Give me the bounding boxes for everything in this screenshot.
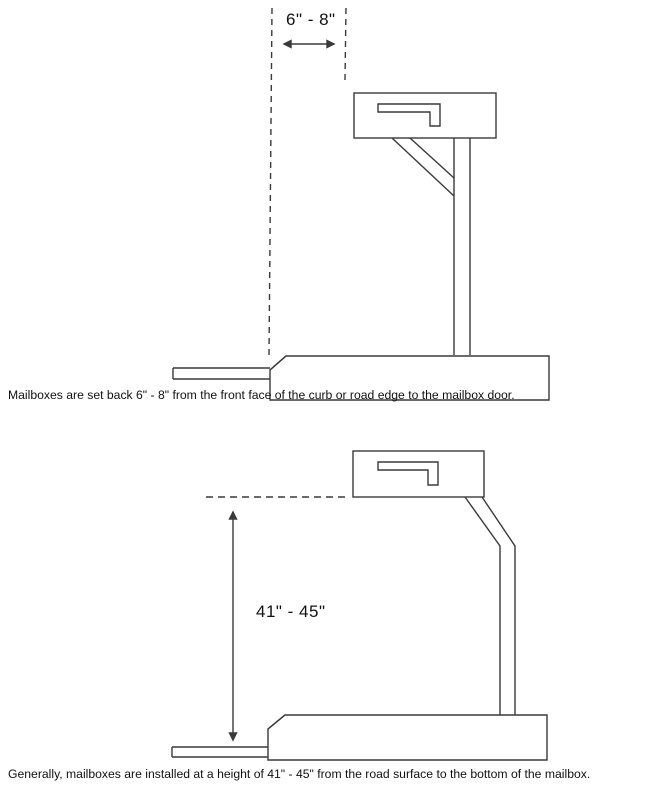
setback-arrow <box>282 39 336 49</box>
height-arrow <box>228 510 238 742</box>
road-surface <box>171 746 268 758</box>
height-drawing <box>171 450 548 761</box>
height-dimension-label: 41" - 45" <box>256 602 326 621</box>
road-surface <box>172 367 270 380</box>
curb-base <box>267 714 548 761</box>
mailbox-door-dashed-line <box>344 7 347 81</box>
mailbox-body <box>352 450 485 498</box>
setback-diagram: 6" - 8" Mailboxes are set back 6" - 8" f… <box>8 7 550 402</box>
setback-drawing <box>172 7 550 401</box>
curb-face-dashed-line <box>268 7 273 356</box>
mailbox-post <box>391 137 471 355</box>
setback-dimension-label: 6" - 8" <box>286 10 336 29</box>
setback-caption: Mailboxes are set back 6" - 8" from the … <box>8 388 515 402</box>
mailbox-post <box>464 496 516 715</box>
height-caption: Generally, mailboxes are installed at a … <box>8 767 591 781</box>
mailbox-flag-outline <box>377 103 441 127</box>
height-diagram: 41" - 45" <box>0 418 667 761</box>
curb-base <box>269 355 550 401</box>
mailbox-body <box>353 92 497 139</box>
mailbox-flag-outline <box>377 461 439 486</box>
